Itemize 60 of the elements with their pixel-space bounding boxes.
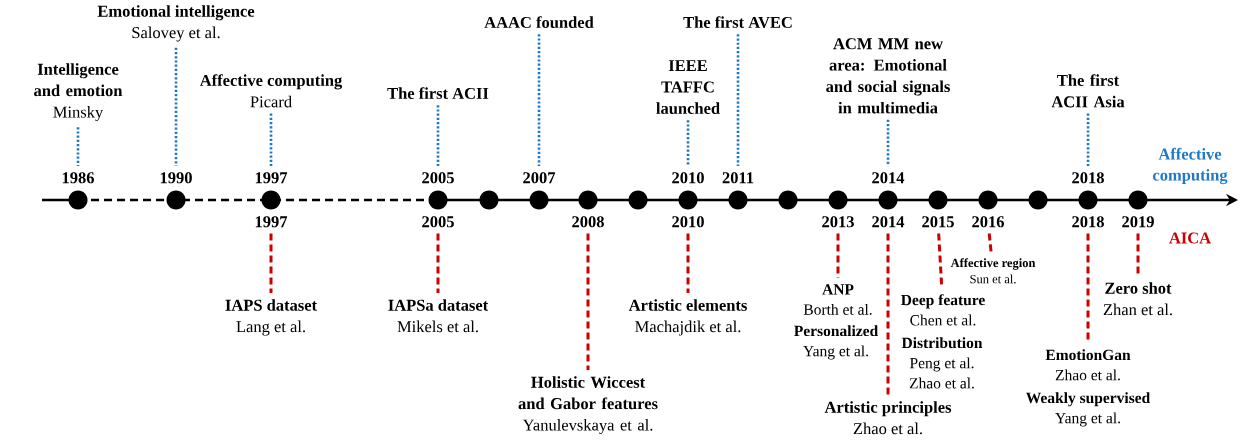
year-label: 1997: [255, 172, 288, 184]
milestone-label: The first ACII: [387, 87, 489, 99]
year-label: 2014: [872, 216, 905, 228]
connector-line: [269, 113, 273, 166]
connector-line: [1136, 233, 1140, 276]
connector-line: [686, 233, 690, 293]
connector-line: [886, 233, 890, 395]
milestone-label: IAPSa dataset Mikels et al.: [388, 299, 489, 333]
year-label: 2016: [972, 216, 1004, 228]
connector-line: [586, 233, 590, 370]
milestone-label: Affective region Sun et al.: [950, 258, 1036, 284]
connector-line: [1086, 233, 1090, 343]
connector-line: [76, 127, 80, 166]
year-label: 2005: [422, 216, 454, 228]
milestone-label: IAPS dataset Lang et al.: [225, 299, 317, 336]
milestone-label: ANP Borth et al.: [803, 284, 872, 315]
connector-line: [736, 34, 740, 166]
year-label: 2014: [872, 172, 905, 184]
milestone-label: EmotionGan Zhao et al.: [1045, 349, 1131, 381]
year-label: 2013: [822, 216, 854, 228]
connector-line: [987, 233, 993, 253]
year-label: 2018: [1072, 216, 1104, 228]
milestone-label: IEEE TAFFC launched: [656, 60, 720, 114]
connector-line: [174, 47, 178, 166]
milestone-label: Emotional intelligence Salovey et al.: [97, 5, 255, 42]
milestone-label: Artistic elements Machajdik et al.: [628, 299, 747, 336]
milestone-label: Deep feature Chen et al.: [901, 294, 985, 326]
year-label: 1986: [62, 172, 94, 184]
year-label: 2015: [922, 216, 954, 228]
series-label: Affective computing: [1153, 147, 1228, 185]
milestone-label: ACM MM new area: Emotional and social signals in multimedia: [826, 38, 950, 114]
series-label: AICA: [1169, 232, 1211, 244]
milestone-label: Personalized Yang et al.: [794, 325, 878, 360]
milestone-label: AAAC founded: [484, 16, 594, 29]
year-label: 2007: [523, 172, 556, 184]
year-label: 1990: [160, 172, 192, 184]
year-label: 2019: [1122, 216, 1154, 228]
milestone-label: Artistic principles Zhao et al.: [824, 401, 952, 435]
milestone-label: Intelligence and emotion Minsky: [34, 63, 123, 121]
connector-line: [436, 233, 440, 293]
connector-line: [269, 233, 273, 293]
connector-line: [886, 119, 890, 166]
milestone-label: Affective computing Picard: [199, 74, 343, 108]
connector-line: [436, 105, 440, 166]
milestone-label: The first ACII Asia: [1051, 74, 1125, 108]
milestone-label: The first AVEC: [683, 16, 792, 29]
year-label: 2010: [672, 172, 704, 184]
year-label: 2018: [1072, 172, 1104, 184]
connector-line: [686, 120, 690, 166]
year-label: 2011: [722, 172, 754, 184]
year-label: 2005: [422, 172, 454, 184]
milestone-label: Weakly supervised Yang et al.: [1026, 392, 1151, 427]
year-label: 2010: [672, 216, 704, 228]
milestone-label: Zero shot Zhan et al.: [1103, 282, 1172, 316]
connector-line: [537, 34, 541, 166]
year-label: 2008: [572, 216, 604, 228]
year-label: 1997: [255, 216, 288, 228]
connector-line: [1086, 113, 1090, 166]
milestone-label: Distribution Peng et al. Zhao et al.: [901, 337, 983, 389]
milestone-label: Holistic Wiccest and Gabor features Yanulevskaya et al.: [518, 376, 658, 434]
